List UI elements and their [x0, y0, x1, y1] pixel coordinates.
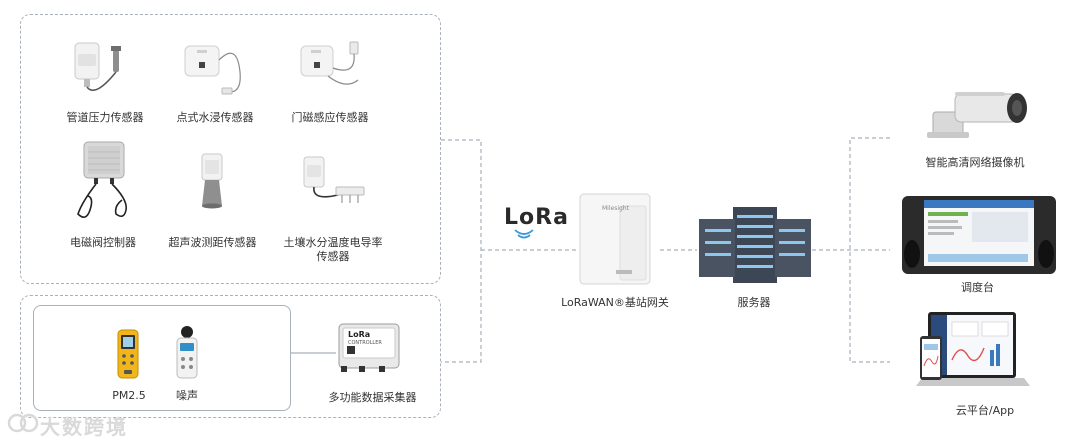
door-magnet-sensor-icon [300, 41, 359, 85]
gateway-label: LoRaWAN®基站网关 [561, 296, 669, 309]
camera-icon [927, 92, 1027, 138]
ultrasonic-sensor-icon [201, 153, 223, 209]
camera-label: 智能高清网络摄像机 [925, 156, 1025, 169]
gateway-brand-text: Milesight [602, 205, 629, 212]
lora-logo: LoRa [504, 205, 569, 230]
watermark-logo-icon [7, 413, 39, 433]
gateway-device-icon [579, 193, 651, 285]
console-label: 调度台 [961, 281, 994, 294]
solenoid-valve-label: 电磁阀控制器 [70, 236, 136, 249]
pipe-pressure-label: 管道压力传感器 [66, 111, 144, 124]
handheld-group-box [33, 305, 291, 411]
cloud-platform-label: 云平台/App [955, 404, 1015, 417]
collector-group-box [20, 295, 441, 418]
multi-function-collector-icon [338, 323, 400, 372]
collector-brand-text: LoRa [348, 330, 371, 339]
server-label: 服务器 [737, 296, 771, 309]
noise-meter-icon [176, 326, 198, 379]
dispatch-console-icon [902, 196, 1056, 274]
collector-sub-text: CONTROLLER [348, 340, 382, 346]
soil-sensor-label-line1: 土壤水分温度电导率 [283, 236, 383, 249]
pipe-pressure-sensor-icon [74, 42, 121, 91]
soil-sensor-icon [303, 156, 365, 203]
cloud-platform-icon [916, 312, 1030, 386]
noise-label: 噪声 [176, 389, 198, 402]
pm25-label: PM2.5 [112, 389, 146, 402]
pm25-meter-icon [117, 329, 139, 379]
door-magnet-label: 门磁感应传感器 [291, 111, 369, 124]
solenoid-valve-controller-icon [77, 141, 128, 218]
server-rack-icon [699, 207, 811, 283]
lora-wave-icon [514, 229, 534, 239]
watermark-text: 大数跨境 [40, 415, 128, 439]
water-leak-label: 点式水浸传感器 [176, 111, 254, 124]
water-leak-sensor-icon [184, 45, 241, 95]
sensor-group-box [20, 14, 441, 284]
soil-sensor-label-line2: 传感器 [316, 250, 350, 263]
ultrasonic-label: 超声波测距传感器 [168, 236, 257, 249]
collector-label: 多功能数据采集器 [328, 391, 417, 404]
